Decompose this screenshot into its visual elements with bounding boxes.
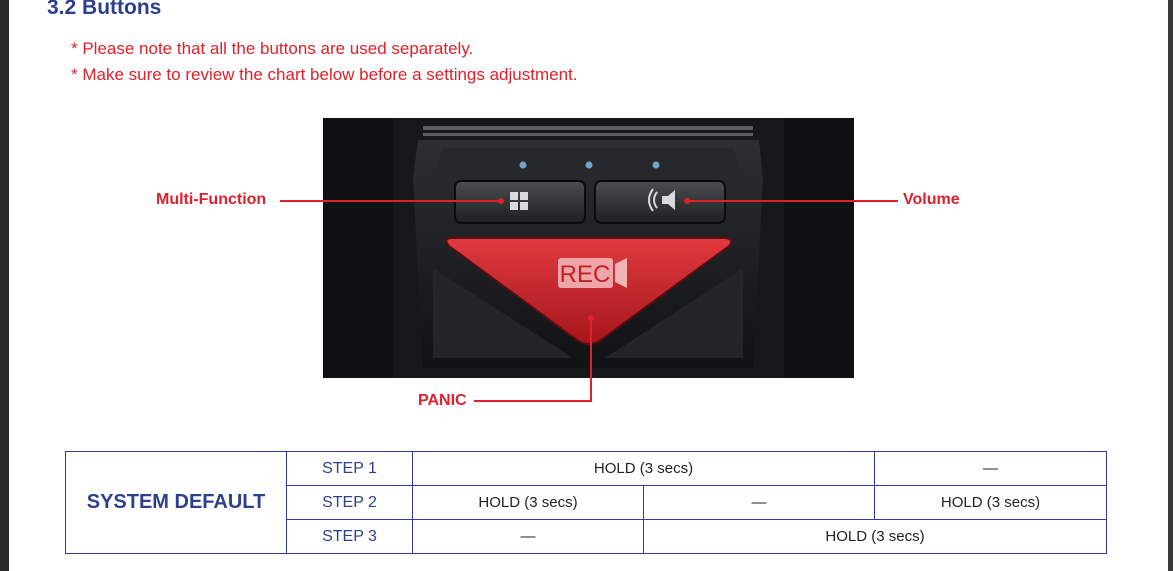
speaker-icon xyxy=(648,188,675,212)
button-steps-table: SYSTEM DEFAULT STEP 1 HOLD (3 secs) — ST… xyxy=(65,451,1107,554)
callout-line-panic-vertical xyxy=(590,318,592,402)
callout-panic: PANIC xyxy=(418,392,467,409)
callout-line-panic-horizontal xyxy=(474,400,592,402)
step-3-label: STEP 3 xyxy=(286,519,413,554)
volume-button xyxy=(594,180,726,224)
camera-icon xyxy=(615,258,627,288)
callout-volume: Volume xyxy=(903,191,960,208)
callout-dot-multi-function xyxy=(498,198,504,204)
section-heading: 3.2 Buttons xyxy=(47,0,162,19)
step-2-panic: HOLD (3 secs) xyxy=(874,485,1107,520)
device-button-photo: REC xyxy=(323,118,854,378)
note-buttons-separate: * Please note that all the buttons are u… xyxy=(71,39,474,58)
viewer-edge xyxy=(1168,0,1173,571)
table-row: STEP 2 HOLD (3 secs) — HOLD (3 secs) xyxy=(66,485,1107,520)
step-1-label: STEP 1 xyxy=(286,451,413,486)
callout-line-volume xyxy=(687,200,898,202)
rec-label: REC xyxy=(560,261,611,288)
step-2-volume: — xyxy=(643,485,875,520)
callout-dot-panic xyxy=(588,315,594,321)
manual-page: 3.2 Buttons * Please note that all the b… xyxy=(9,0,1168,571)
vent-grille xyxy=(423,126,753,136)
step-3-multi-function: — xyxy=(412,519,644,554)
step-1-panic: — xyxy=(874,451,1107,486)
led-indicator-1 xyxy=(519,161,527,169)
row-header-system-default: SYSTEM DEFAULT xyxy=(65,451,287,554)
step-3-volume-panic: HOLD (3 secs) xyxy=(643,519,1107,554)
callout-multi-function: Multi-Function xyxy=(156,191,267,208)
led-indicator-2 xyxy=(585,161,593,169)
step-1-multi-volume: HOLD (3 secs) xyxy=(412,451,875,486)
note-review-chart: * Make sure to review the chart below be… xyxy=(71,65,578,84)
table-row: STEP 3 — HOLD (3 secs) xyxy=(66,519,1107,554)
step-2-label: STEP 2 xyxy=(286,485,413,520)
callout-line-multi-function xyxy=(280,200,501,202)
grid-icon xyxy=(510,192,528,210)
table-row: SYSTEM DEFAULT STEP 1 HOLD (3 secs) — xyxy=(65,451,1107,554)
led-indicator-3 xyxy=(652,161,660,169)
callout-dot-volume xyxy=(684,198,690,204)
step-2-multi-function: HOLD (3 secs) xyxy=(412,485,644,520)
